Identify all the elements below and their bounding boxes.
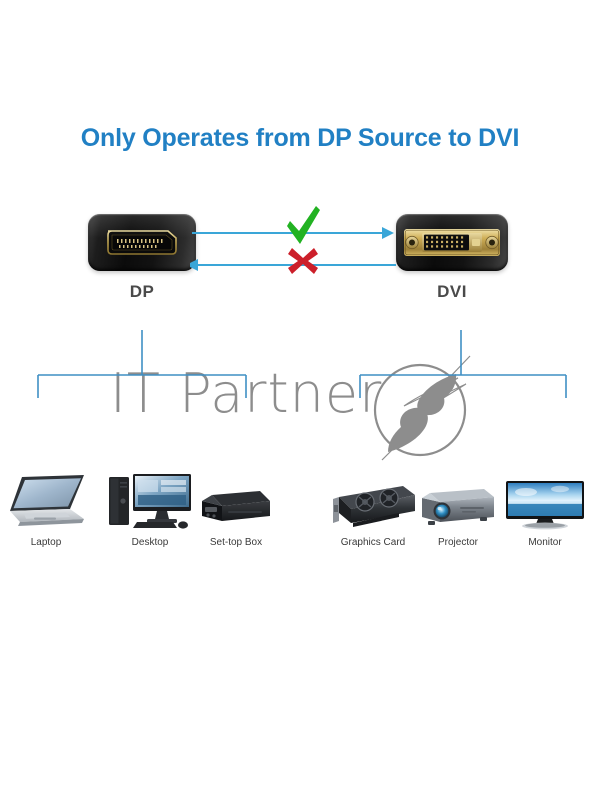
desktop-computer-icon [109,474,191,529]
source-bracket [37,330,247,398]
set-top-box-icon [202,491,270,521]
dp-connector-label: DP [129,282,155,301]
connection-brackets [37,330,567,398]
destination-bracket [359,330,567,398]
monitor-icon [506,481,584,530]
cross-mark-icon [288,248,318,274]
projector-icon [422,489,494,525]
device-label: Desktop [131,537,169,548]
device-desktop: Desktop [104,465,196,548]
device-graphics-card: Graphics Card [327,465,419,548]
dp-connector: DP [88,214,196,301]
device-monitor: Monitor [499,465,591,548]
dvi-connector-housing [396,214,508,271]
device-label: Set-top Box [209,537,263,548]
displayport-connector-icon [107,230,177,255]
graphics-card-icon [333,486,415,527]
dvi-connector-label: DVI [437,282,467,301]
dvi-connector: DVI [396,214,508,301]
laptop-icon [10,475,84,526]
forward-arrow [192,227,394,239]
dvi-connector-icon [404,229,500,256]
dp-connector-housing [88,214,196,271]
check-mark-icon [287,206,320,244]
device-projector: Projector [412,465,504,548]
device-label: Graphics Card [340,537,406,548]
page-title: Only Operates from DP Source to DVI [80,124,520,152]
device-laptop: Laptop [0,465,92,548]
device-label: Projector [437,537,478,548]
device-settop-box: Set-top Box [190,465,282,548]
device-label: Monitor [528,537,562,548]
device-label: Laptop [30,537,62,548]
